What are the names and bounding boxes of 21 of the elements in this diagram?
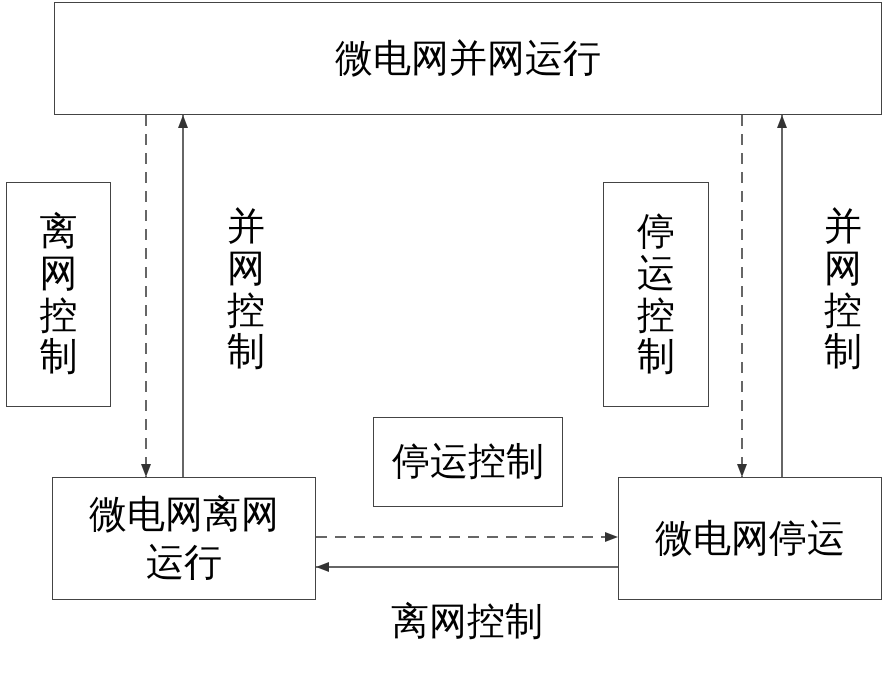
- arrow: [178, 115, 188, 477]
- arrow: [316, 562, 618, 572]
- control-box: [603, 182, 709, 407]
- arrow: [777, 115, 787, 477]
- control-text: 停运控制: [392, 438, 544, 486]
- state-text: 微电网离网运行: [88, 491, 280, 586]
- state-text: 微电网停运: [655, 514, 845, 562]
- dashed-arrow: [737, 115, 747, 477]
- control-label: 离网控制: [391, 598, 543, 645]
- control-label: 并网控制: [824, 206, 862, 374]
- state-box: [52, 477, 316, 600]
- state-box: [618, 477, 882, 600]
- control-box: [6, 182, 111, 407]
- state-box: [54, 2, 882, 115]
- state-text: 微电网并网运行: [335, 34, 601, 82]
- control-label: 并网控制: [227, 206, 265, 374]
- control-box: [373, 417, 563, 507]
- dashed-arrow: [141, 115, 151, 477]
- control-text: 离网控制: [40, 210, 78, 378]
- control-text: 停运控制: [637, 210, 675, 378]
- dashed-arrow: [316, 532, 618, 542]
